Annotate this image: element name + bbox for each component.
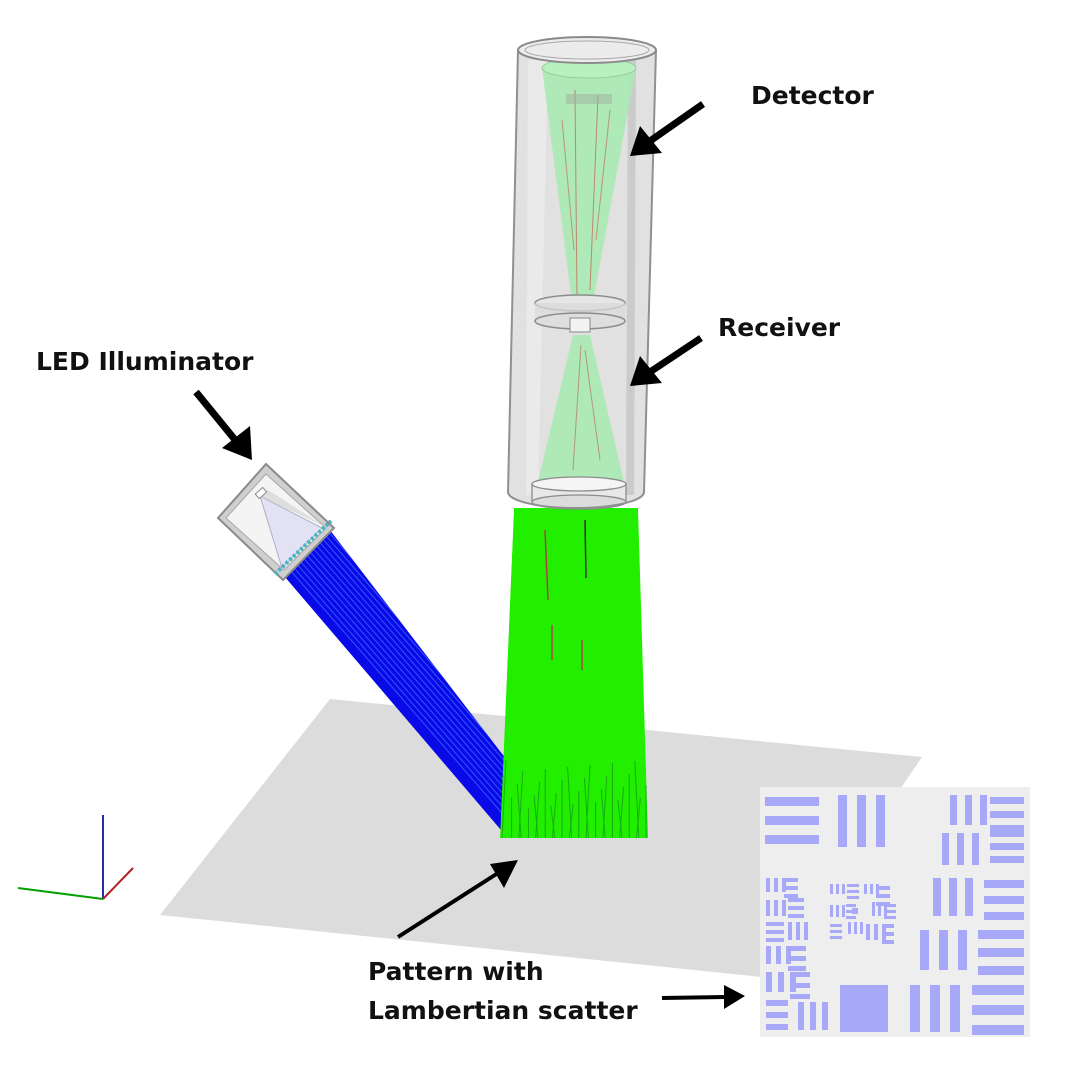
detection-ray-bundle	[500, 508, 648, 838]
detector-receiver-housing	[506, 36, 657, 510]
receiver-cone	[538, 335, 624, 482]
arrow-icon-target	[661, 985, 745, 1009]
arrow-icon-detector	[630, 101, 706, 156]
arrow-icon-led-illuminator	[193, 389, 252, 460]
arrow-icon-receiver	[630, 335, 703, 386]
axes-triad-icon	[17, 815, 134, 900]
pattern-label-line1: Pattern with	[368, 957, 544, 986]
receiver-label: Receiver	[718, 313, 841, 342]
ground-plane	[160, 699, 922, 978]
pattern-label-line2: Lambertian scatter	[368, 996, 638, 1025]
resolution-test-target	[760, 787, 1030, 1037]
led-illuminator-label: LED Illuminator	[36, 347, 254, 376]
arrow-icon-pattern	[396, 860, 518, 939]
led-illuminator	[216, 462, 336, 582]
detector-label: Detector	[751, 81, 874, 110]
